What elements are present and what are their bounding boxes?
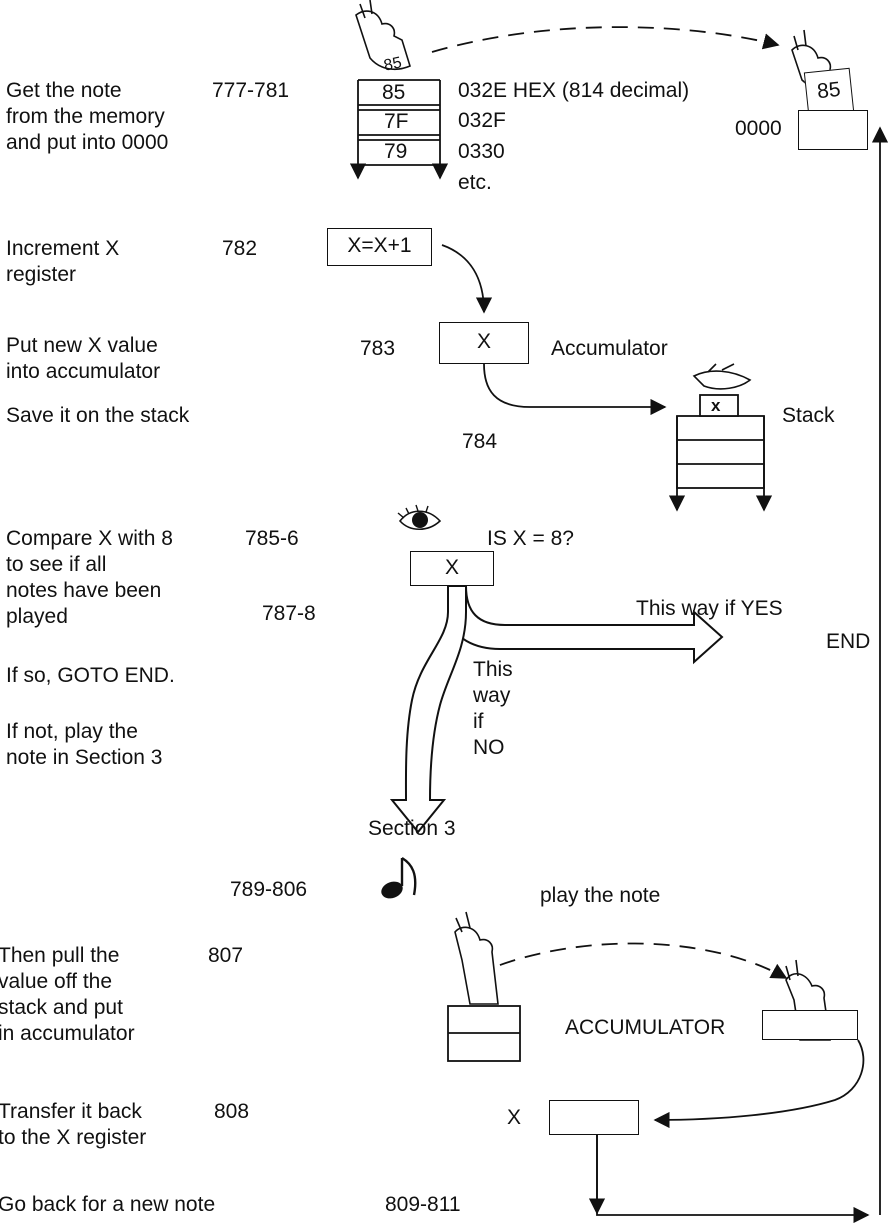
compare-x-box: X — [410, 551, 494, 586]
accumulator-to-x-arrow — [655, 1040, 863, 1120]
accumulator-label: Accumulator — [551, 336, 668, 362]
memory-address-2: 032F — [458, 108, 506, 134]
eye-icon — [398, 505, 440, 529]
target-card: 85 — [804, 68, 854, 117]
memory-cell-1: 85 — [382, 80, 405, 106]
memory-cell-2: 7F — [384, 109, 409, 135]
memory-etc: etc. — [458, 170, 492, 196]
memory-transfer-dashed-arrow — [432, 27, 778, 52]
accumulator-box: X — [439, 322, 529, 364]
section-3-label: Section 3 — [368, 816, 456, 842]
x-to-return-arrow — [597, 1135, 868, 1215]
memory-address-3: 0330 — [458, 139, 505, 165]
memory-cell-3: 79 — [384, 139, 407, 165]
stack-label: Stack — [782, 403, 835, 429]
x-register-label: X — [507, 1105, 521, 1131]
music-note-icon — [379, 858, 415, 901]
bottom-accumulator-label: ACCUMULATOR — [565, 1015, 725, 1041]
increment-box: X=X+1 — [327, 228, 432, 266]
hand-icon-stack — [694, 364, 750, 389]
register-0000-label: 0000 — [735, 116, 782, 142]
play-note-label: play the note — [540, 883, 660, 909]
increment-to-accumulator-arrow — [442, 245, 484, 312]
yes-label: This way if YES — [636, 596, 783, 622]
compare-question: IS X = 8? — [487, 526, 574, 552]
register-0000-box — [798, 110, 868, 150]
stack-transfer-dashed-arrow — [476, 943, 786, 978]
bottom-accumulator-box — [762, 1010, 858, 1040]
stack-top-card-value: x — [711, 393, 720, 419]
no-hollow-arrow — [392, 586, 466, 832]
end-label: END — [826, 629, 870, 655]
hand-icon-bottom-stack — [455, 912, 498, 1004]
memory-address-1: 032E HEX (814 decimal) — [458, 78, 689, 104]
accumulator-to-stack-arrow — [484, 364, 665, 407]
x-register-box — [549, 1100, 639, 1135]
stack-body — [677, 416, 764, 488]
